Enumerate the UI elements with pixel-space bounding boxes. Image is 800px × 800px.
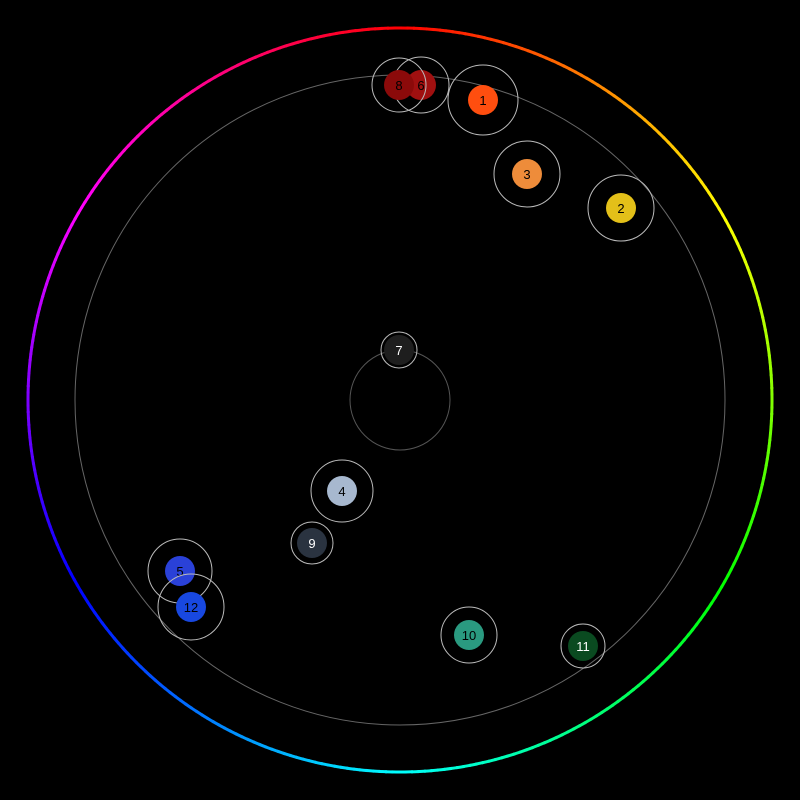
color-point-ring[interactable]: [157, 573, 225, 641]
color-point-swatch[interactable]: [468, 85, 498, 115]
color-point-label: 2: [617, 201, 624, 216]
color-point-label: 5: [176, 564, 183, 579]
color-point-ring[interactable]: [310, 459, 374, 523]
hue-ring[interactable]: [26, 26, 774, 774]
color-point-ring[interactable]: [371, 57, 427, 113]
center-circle: [349, 349, 451, 451]
color-point-ring[interactable]: [290, 521, 334, 565]
color-point-swatch[interactable]: [176, 592, 206, 622]
color-point-label: 6: [417, 78, 424, 93]
color-point-4[interactable]: 4: [310, 459, 374, 523]
color-point-swatch[interactable]: [384, 335, 414, 365]
color-point-swatch[interactable]: [568, 631, 598, 661]
color-point-ring[interactable]: [587, 174, 655, 242]
color-point-1[interactable]: 1: [447, 64, 519, 136]
color-point-10[interactable]: 10: [440, 606, 498, 664]
color-point-swatch[interactable]: [384, 70, 414, 100]
color-point-label: 10: [462, 628, 476, 643]
color-point-swatch[interactable]: [454, 620, 484, 650]
color-point-swatch[interactable]: [512, 159, 542, 189]
color-point-swatch[interactable]: [327, 476, 357, 506]
color-point-8[interactable]: 8: [371, 57, 427, 113]
color-point-label: 12: [184, 600, 198, 615]
color-point-swatch[interactable]: [406, 70, 436, 100]
color-point-9[interactable]: 9: [290, 521, 334, 565]
color-point-7[interactable]: 7: [380, 331, 418, 369]
color-point-swatch[interactable]: [165, 556, 195, 586]
color-point-label: 1: [479, 93, 486, 108]
color-point-11[interactable]: 11: [560, 623, 606, 669]
color-point-ring[interactable]: [560, 623, 606, 669]
color-point-ring[interactable]: [447, 64, 519, 136]
color-point-label: 4: [338, 484, 345, 499]
color-point-ring[interactable]: [493, 140, 561, 208]
color-point-3[interactable]: 3: [493, 140, 561, 208]
color-point-ring[interactable]: [380, 331, 418, 369]
color-point-label: 9: [308, 536, 315, 551]
color-point-ring[interactable]: [440, 606, 498, 664]
color-point-label: 8: [395, 78, 402, 93]
color-point-label: 3: [523, 167, 530, 182]
color-point-label: 7: [395, 343, 402, 358]
saturation-boundary-circle: [74, 74, 726, 726]
color-point-swatch[interactable]: [606, 193, 636, 223]
color-point-swatch[interactable]: [297, 528, 327, 558]
color-point-label: 11: [576, 639, 590, 654]
color-point-5[interactable]: 5: [147, 538, 213, 604]
color-point-2[interactable]: 2: [587, 174, 655, 242]
color-point-12[interactable]: 12: [157, 573, 225, 641]
